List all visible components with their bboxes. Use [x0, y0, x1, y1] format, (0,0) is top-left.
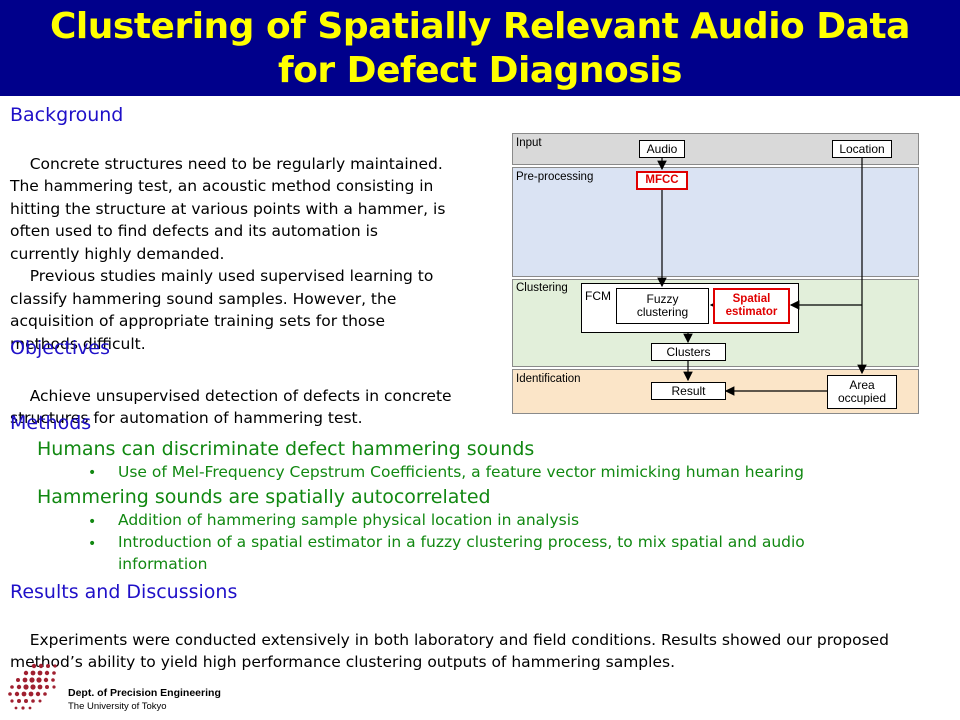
spatial-estimator-line: estimator: [725, 306, 778, 318]
area-occupied-line: Area: [849, 378, 875, 392]
background-line: hitting the structure at various points …: [10, 199, 446, 218]
spatial-estimator-line: Spatial: [732, 293, 771, 305]
location-box: Location: [832, 140, 892, 158]
spatial-estimator-box: Spatial estimator: [713, 288, 790, 324]
university-name: The University of Tokyo: [68, 701, 167, 712]
method-point-2-bullet-2-cont: information: [118, 555, 208, 573]
band-input-label: Input: [516, 137, 542, 149]
band-preprocessing: [512, 167, 919, 277]
title-line-1: Clustering of Spatially Relevant Audio D…: [50, 6, 910, 47]
band-identification-label: Identification: [516, 373, 581, 385]
mfcc-box: MFCC: [636, 171, 688, 190]
fuzzy-clustering-line: clustering: [636, 305, 689, 319]
results-text: Experiments were conducted extensively i…: [10, 606, 889, 674]
background-line: often used to find defects and its autom…: [10, 222, 378, 240]
bullet-icon: •: [88, 536, 97, 552]
background-text: Concrete structures need to be regularly…: [10, 130, 445, 355]
audio-box: Audio: [639, 140, 685, 158]
methods-heading: Methods: [10, 412, 92, 434]
background-line: classify hammering sound samples. Howeve…: [10, 289, 397, 308]
band-clustering-label: Clustering: [516, 282, 568, 294]
area-occupied-line: occupied: [837, 391, 887, 405]
results-heading: Results and Discussions: [10, 581, 238, 603]
fuzzy-clustering-line: Fuzzy: [646, 292, 679, 306]
band-preprocessing-label: Pre-processing: [516, 171, 594, 183]
title-bar: Clustering of Spatially Relevant Audio D…: [0, 0, 960, 96]
objectives-line: structures for automation of hammering t…: [10, 409, 363, 427]
clusters-box: Clusters: [651, 343, 726, 361]
method-point-2-heading: Hammering sounds are spatially autocorre…: [37, 486, 491, 508]
objectives-line: Achieve unsupervised detection of defect…: [10, 386, 452, 405]
method-point-2-bullet-2: Introduction of a spatial estimator in a…: [118, 533, 805, 551]
dot-grid-logo-icon: [8, 663, 57, 710]
background-line: Concrete structures need to be regularly…: [10, 154, 443, 173]
background-line: Previous studies mainly used supervised …: [10, 267, 434, 285]
title-line-2: for Defect Diagnosis: [278, 50, 682, 91]
result-box: Result: [651, 382, 726, 400]
objectives-text: Achieve unsupervised detection of defect…: [10, 362, 452, 430]
results-line: method’s ability to yield high performan…: [10, 653, 675, 671]
objectives-heading: Objectives: [10, 337, 110, 359]
fcm-label: FCM: [585, 289, 611, 303]
background-heading: Background: [10, 104, 124, 126]
bullet-icon: •: [88, 514, 97, 530]
background-line: acquisition of appropriate training sets…: [10, 312, 386, 330]
footer-logo: Dept. of Precision Engineering The Unive…: [4, 660, 244, 716]
fuzzy-clustering-box: Fuzzy clustering: [616, 288, 709, 324]
dept-name: Dept. of Precision Engineering: [68, 687, 221, 699]
area-occupied-box: Area occupied: [827, 375, 897, 409]
method-point-1-bullet-1: Use of Mel-Frequency Cepstrum Coefficien…: [118, 463, 804, 481]
background-line: The hammering test, an acoustic method c…: [10, 177, 434, 195]
background-line: currently highly demanded.: [10, 244, 225, 263]
method-point-1-heading: Humans can discriminate defect hammering…: [37, 438, 535, 460]
method-point-2-bullet-1: Addition of hammering sample physical lo…: [118, 511, 580, 529]
results-line: Experiments were conducted extensively i…: [10, 630, 890, 649]
background-line: methods difficult.: [10, 334, 146, 353]
bullet-icon: •: [88, 465, 97, 481]
